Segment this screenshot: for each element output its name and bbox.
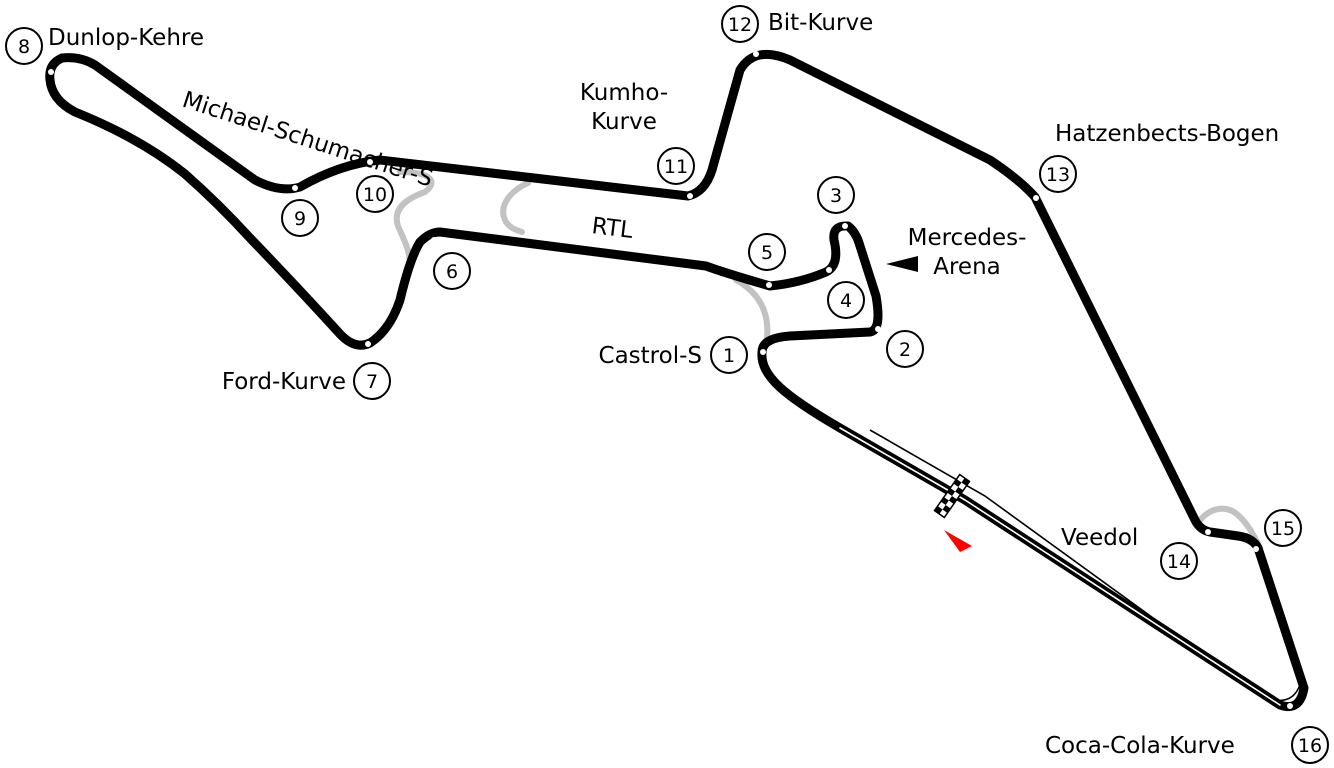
turn-badge-2: 2 (886, 330, 924, 368)
turn-badge-15: 15 (1264, 509, 1302, 547)
turn-badge-10-number: 10 (363, 184, 387, 206)
turn-badge-1-number: 1 (723, 345, 735, 367)
turn-marker-13 (1033, 195, 1039, 201)
turn-badge-5-number: 5 (761, 242, 773, 264)
turn-badge-4-number: 4 (840, 290, 852, 312)
turn-marker-15 (1253, 546, 1259, 552)
turn-badge-7: 7 (353, 362, 391, 400)
turn-badge-9-number: 9 (294, 208, 306, 230)
turn-badge-8-number: 8 (18, 36, 30, 58)
pit-lane (869, 429, 1301, 702)
turn-marker-7 (365, 341, 371, 347)
turn-badge-15-number: 15 (1271, 518, 1295, 540)
label-mercedes-line1: Mercedes- (908, 225, 1027, 251)
alt-section-castrol-s (733, 277, 771, 349)
turn-badge-5: 5 (748, 233, 786, 271)
turn-badge-16: 16 (1291, 726, 1329, 764)
turn-badge-14-number: 14 (1167, 551, 1191, 573)
label-rtl: RTL (590, 213, 634, 244)
turn-marker-14 (1205, 529, 1211, 535)
turn-marker-5 (766, 282, 772, 288)
turn-badge-10: 10 (356, 175, 394, 213)
turn-badge-13: 13 (1039, 155, 1077, 193)
turn-badge-7-number: 7 (366, 371, 378, 393)
label-michael-schumacher-s: Michael-Schumacher-S (179, 87, 436, 193)
turn-marker-6 (431, 237, 437, 243)
turn-badge-12-number: 12 (728, 14, 752, 36)
track-main-edge (839, 427, 1281, 706)
label-ford-kurve: Ford-Kurve (222, 369, 346, 395)
turn-badge-16-number: 16 (1298, 735, 1322, 757)
alt-section-rtl (500, 180, 531, 235)
label-kumho-line1: Kumho- (580, 80, 668, 106)
label-hatzenbects-bogen: Hatzenbects-Bogen (1055, 121, 1279, 147)
label-veedol: Veedol (1061, 525, 1138, 551)
turn-badge-1: 1 (710, 336, 748, 374)
turn-marker-9 (292, 185, 298, 191)
start-finish-flag-icon (933, 473, 971, 519)
label-coca-cola-kurve: Coca-Cola-Kurve (1045, 733, 1235, 759)
turn-marker-2 (875, 326, 881, 332)
turn-marker-1 (760, 349, 766, 355)
turn-badge-9: 9 (281, 199, 319, 237)
turn-marker-16 (1287, 703, 1293, 709)
label-dunlop-kehre: Dunlop-Kehre (48, 25, 204, 51)
label-bit-kurve: Bit-Kurve (768, 10, 873, 36)
turn-marker-3 (842, 223, 848, 229)
mercedes-arena-pointer-icon (886, 256, 918, 272)
turn-badge-3-number: 3 (830, 185, 842, 207)
turn-badge-6: 6 (433, 252, 471, 290)
turn-marker-8 (48, 69, 54, 75)
turn-marker-12 (753, 51, 759, 57)
label-castrol-s: Castrol-S (599, 343, 702, 369)
turn-badge-3: 3 (817, 176, 855, 214)
turn-badge-4: 4 (827, 281, 865, 319)
turn-badge-11: 11 (657, 147, 695, 185)
turn-badge-8: 8 (5, 27, 43, 65)
turn-marker-11 (687, 193, 693, 199)
turn-badge-6-number: 6 (446, 261, 458, 283)
turn-badge-2-number: 2 (899, 339, 911, 361)
turn-marker-10 (367, 159, 373, 165)
turn-badge-13-number: 13 (1046, 164, 1070, 186)
direction-arrow-icon (944, 530, 972, 552)
turn-markers (48, 51, 1293, 709)
turn-badge-14: 14 (1160, 542, 1198, 580)
alt-section-schumacher-s (393, 169, 435, 269)
turn-badge-12: 12 (721, 5, 759, 43)
turn-badge-11-number: 11 (664, 156, 688, 178)
alternate-sections (393, 169, 1263, 551)
label-mercedes-line2: Arena (933, 254, 1001, 280)
turn-marker-4 (826, 267, 832, 273)
label-kumho-line2: Kurve (591, 109, 657, 135)
